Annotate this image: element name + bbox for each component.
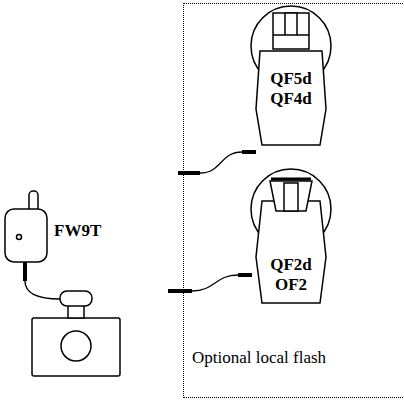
transmitter-body (5, 209, 47, 262)
flash-window-line (273, 34, 309, 36)
device-name: FW9T (54, 221, 101, 241)
cable (200, 152, 242, 173)
device-label: FW9T (54, 221, 101, 241)
flash-body (256, 51, 326, 145)
flash-window (273, 13, 309, 49)
model-name: QF2d OF2 (270, 255, 312, 294)
indicator-dot (17, 235, 22, 240)
cable-plug (242, 150, 256, 154)
flash-tube (284, 183, 298, 211)
cable (25, 281, 60, 299)
flash-body (256, 201, 326, 303)
model-name: QF5d QF4d (270, 69, 312, 108)
camera-lens (61, 331, 91, 361)
flash-window-edge (271, 178, 311, 181)
flash-unit: QF5d QF4d (248, 5, 334, 149)
hot-shoe-knob (60, 291, 92, 306)
cable-plug (23, 262, 27, 281)
camera-body (32, 318, 120, 376)
cable-plug (168, 289, 192, 293)
flash-tube (285, 13, 297, 35)
region-caption: Optional local flash (192, 348, 404, 368)
cable-plug (178, 171, 200, 175)
optional-region: Optional local flash QF5d QF4dQF2d OF2 (183, 3, 404, 398)
cable-plug (238, 273, 252, 277)
flash-window (270, 181, 312, 211)
hot-shoe-stem (68, 305, 84, 318)
cable (192, 275, 238, 291)
flash-unit: QF2d OF2 (248, 169, 334, 307)
